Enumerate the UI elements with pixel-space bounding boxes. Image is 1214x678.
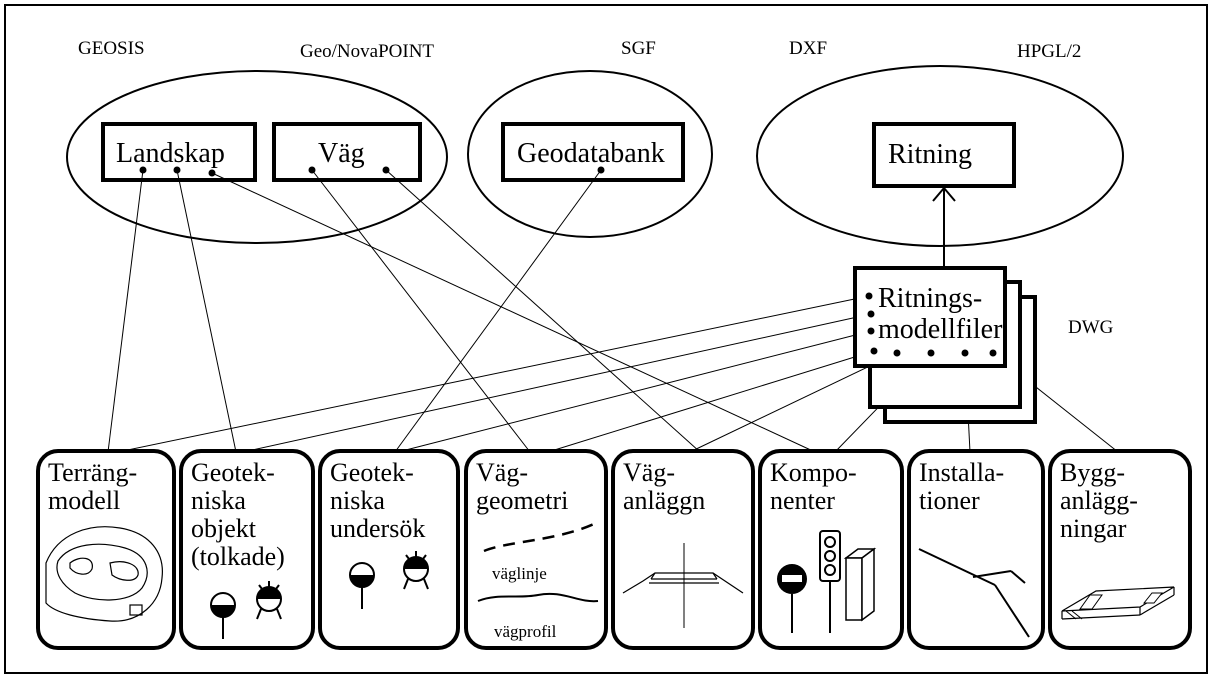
card-vaganlaggn: Väg- anläggn <box>611 449 755 650</box>
road-components-icon <box>777 530 877 633</box>
card-title: Väg- geometri <box>476 458 569 516</box>
card-title: Kompo- nenter <box>770 458 857 516</box>
format-label-sgf: SGF <box>621 38 656 59</box>
format-label-hpgl: HPGL/2 <box>1017 41 1082 62</box>
geotech-symbols-icon <box>349 551 429 609</box>
ritningsmodell-box <box>853 266 1007 368</box>
landskap-vag-ellipse <box>66 70 448 244</box>
geodatabank-box <box>501 122 685 182</box>
bridge-icon <box>1061 586 1175 620</box>
diagram-frame <box>4 4 1208 674</box>
card-geotekniska-undersok: Geotek- niska undersök <box>318 449 460 650</box>
terrain-map-icon <box>45 526 163 622</box>
card-title: Väg- anläggn <box>623 458 706 516</box>
vagprofil-caption: vägprofil <box>494 622 557 641</box>
card-geotekniska-objekt: Geotek- niska objekt (tolkade) <box>179 449 315 650</box>
format-label-geosis: GEOSIS <box>78 38 145 59</box>
format-label-dxf: DXF <box>789 38 828 59</box>
card-title: Installa- tioner <box>919 458 1005 516</box>
ritningsmodell-stack <box>853 266 1037 424</box>
geotech-symbols-icon <box>210 581 282 639</box>
format-label-geonovapoint: Geo/NovaPOINT <box>300 41 435 62</box>
card-vaggeometri: Väg- geometri väglinje vägprofil <box>464 449 608 650</box>
ritningsmodell-label: Ritnings- modellfiler <box>878 283 1003 345</box>
vaglinje-caption: väglinje <box>492 564 547 583</box>
installations-icon <box>918 548 1030 638</box>
vag-box <box>272 122 422 182</box>
card-komponenter: Kompo- nenter <box>758 449 904 650</box>
arrow-to-ritning <box>932 186 956 268</box>
format-label-dwg: DWG <box>1068 317 1114 338</box>
ritning-box <box>872 122 1016 188</box>
card-installationer: Installa- tioner <box>907 449 1045 650</box>
vag-label: Väg <box>318 138 365 169</box>
card-title: Terräng- modell <box>48 458 138 516</box>
card-title: Geotek- niska undersök <box>330 458 426 544</box>
card-title: Bygg- anlägg- ningar <box>1060 458 1138 544</box>
landskap-label: Landskap <box>116 138 225 169</box>
road-geometry-icon <box>477 521 599 603</box>
connector-lines <box>107 169 1119 453</box>
road-cross-section-icon <box>622 543 744 628</box>
card-terrangmodell: Terräng- modell <box>36 449 176 650</box>
geodatabank-ellipse <box>467 70 713 238</box>
connection-dots <box>139 166 997 357</box>
geodatabank-label: Geodatabank <box>517 138 665 169</box>
ritning-ellipse <box>756 65 1124 247</box>
ritning-label: Ritning <box>888 139 973 170</box>
card-bygganlaggningar: Bygg- anlägg- ningar <box>1048 449 1192 650</box>
card-title: Geotek- niska objekt (tolkade) <box>191 458 285 572</box>
